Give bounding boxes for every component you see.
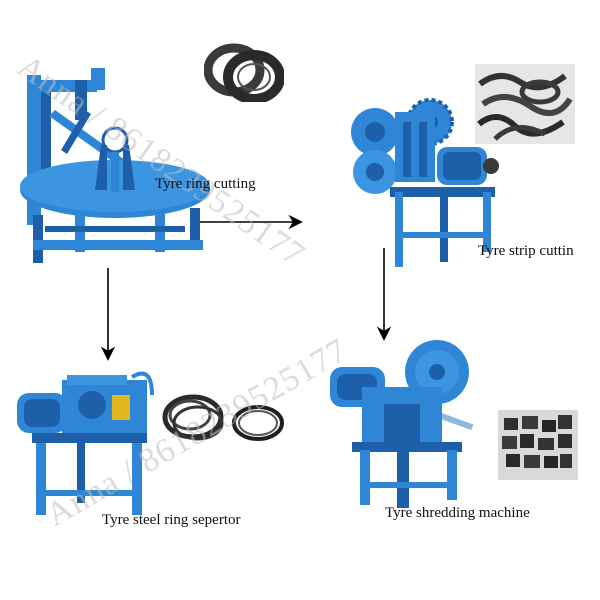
label-tyre-shredding-machine: Tyre shredding machine bbox=[385, 505, 530, 521]
tyre-steel-ring-separator-machine bbox=[17, 371, 154, 515]
rubber-strip-icon bbox=[475, 64, 575, 144]
steel-wire-icon bbox=[162, 394, 284, 441]
rubber-block-icon bbox=[498, 410, 578, 480]
label-tyre-strip-cutting: Tyre strip cuttin bbox=[478, 243, 574, 259]
tyre-strip-cutting-machine bbox=[351, 98, 499, 267]
label-tyre-ring-cutting: Tyre ring cutting bbox=[155, 176, 256, 192]
tyre-shredding-machine bbox=[330, 340, 474, 508]
rubber-ring-icon bbox=[204, 43, 284, 102]
tyre-ring-cutting-machine bbox=[20, 68, 210, 263]
label-tyre-steel-ring-separator: Tyre steel ring sepertor bbox=[102, 512, 241, 528]
